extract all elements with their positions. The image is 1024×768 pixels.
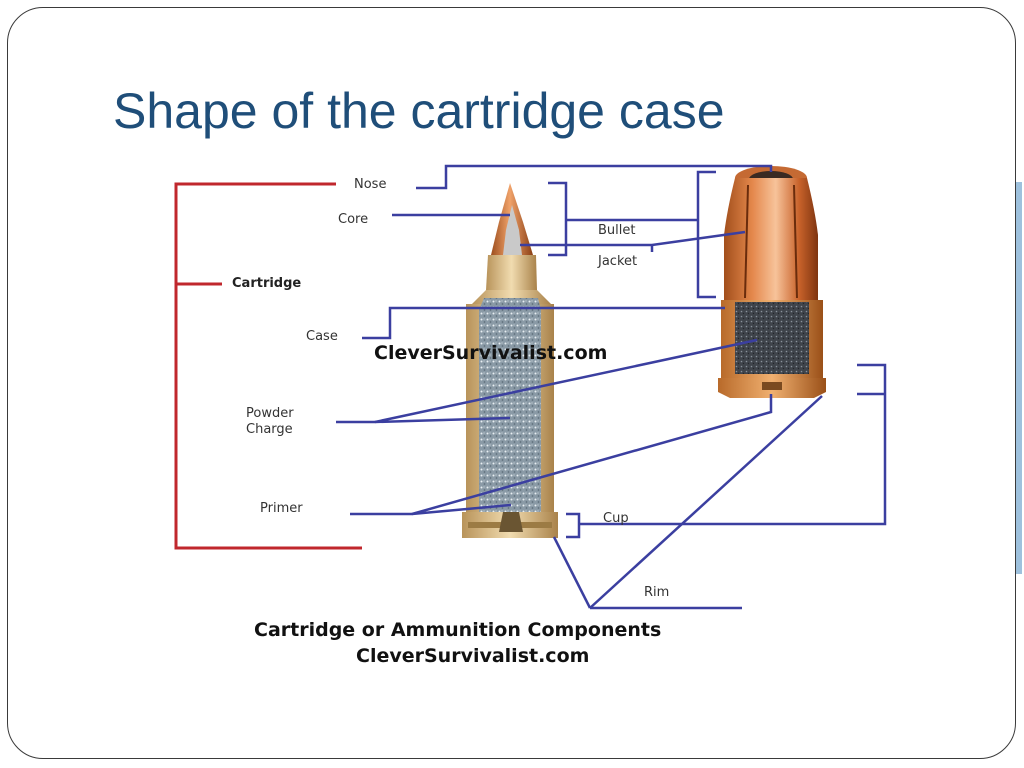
label-bullet: Bullet — [598, 223, 635, 238]
pistol-powder-charge — [735, 302, 809, 374]
rifle-case-neck — [486, 255, 537, 290]
cup-leader — [579, 363, 887, 526]
nose-leader — [416, 164, 773, 190]
label-cup: Cup — [603, 511, 629, 526]
rifle-primer — [499, 512, 523, 532]
pistol-primer — [762, 382, 782, 390]
rifle-powder-charge — [479, 298, 541, 512]
rifle-cartridge-illustration — [462, 183, 558, 538]
cartridge-bracket — [174, 182, 362, 550]
label-core: Core — [338, 212, 368, 227]
label-jacket: Jacket — [597, 254, 637, 269]
powder-leader-2 — [374, 338, 758, 424]
rim-leader-right — [589, 395, 823, 609]
leader-lines — [336, 164, 887, 610]
slide-title: Shape of the cartridge case — [113, 83, 725, 139]
cup-bracket — [566, 512, 581, 539]
pistol-bullet-bracket — [696, 170, 716, 299]
hollow-point-slit-right — [793, 184, 798, 299]
caption-line1: Cartridge or Ammunition Components — [254, 619, 661, 641]
primer-leader-2 — [411, 394, 773, 516]
label-cartridge: Cartridge — [232, 276, 301, 291]
label-nose: Nose — [354, 177, 386, 192]
label-rim: Rim — [644, 585, 669, 600]
rifle-bullet-core — [503, 205, 522, 255]
accent-bar — [1016, 182, 1022, 574]
label-powder-line1: Powder — [246, 406, 294, 421]
case-leader — [362, 306, 725, 340]
hollow-point-slit-left — [744, 184, 749, 299]
label-case: Case — [306, 329, 338, 344]
rim-leader-left — [552, 536, 592, 609]
caption-line2: CleverSurvivalist.com — [356, 645, 589, 667]
label-primer: Primer — [260, 501, 303, 516]
watermark-text: CleverSurvivalist.com — [374, 342, 607, 364]
pistol-cartridge-illustration — [718, 166, 826, 398]
hollow-point-bullet — [724, 178, 818, 300]
label-powder-line2: Charge — [246, 422, 293, 437]
